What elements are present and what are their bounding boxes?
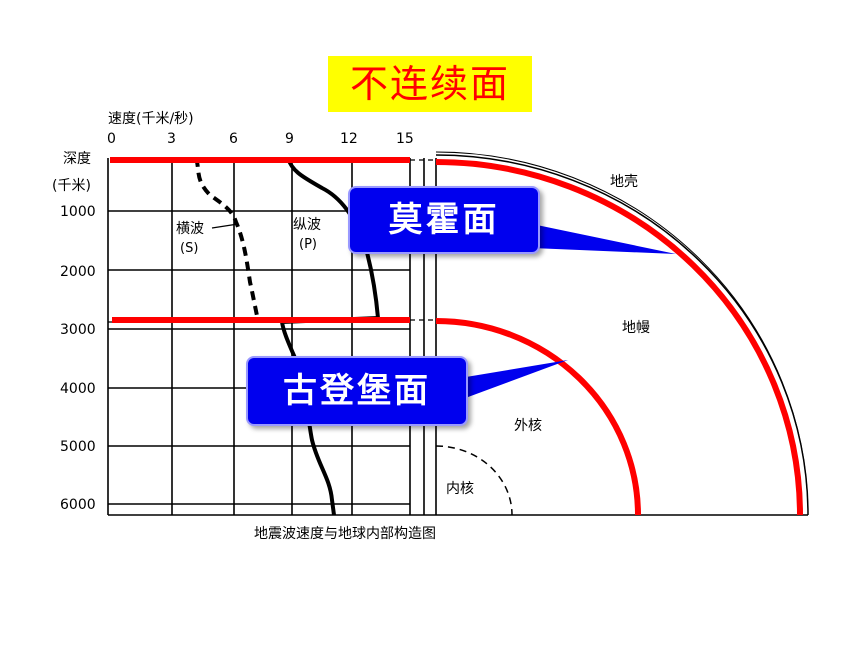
y-axis-title-line1: 深度 [63, 151, 91, 167]
y-tick-label: 4000 [60, 381, 96, 397]
layer-label-outer-core: 外核 [514, 418, 542, 434]
s-wave-curve [194, 157, 260, 321]
y-tick-label: 5000 [60, 439, 96, 455]
p-wave-sub: (P) [299, 237, 317, 252]
layer-label-mantle: 地幔 [622, 320, 650, 336]
x-tick-label: 3 [167, 131, 176, 147]
crust-inner-arc [435, 151, 809, 516]
gutenberg-callout: 古登堡面 [246, 356, 468, 426]
moho-callout-pointer [532, 224, 676, 254]
p-wave-label: 纵波 [293, 217, 321, 233]
gutenberg-callout-pointer [460, 360, 568, 400]
y-tick-label: 2000 [60, 264, 96, 280]
s-wave-sub: (S) [180, 241, 198, 256]
s-wave-label: 横波 [176, 221, 204, 237]
y-axis-title-line2: (千米) [52, 178, 91, 194]
x-tick-labels: 0 3 6 9 12 15 [107, 131, 414, 147]
layer-label-inner-core: 内核 [446, 481, 474, 497]
y-tick-labels: 1000 2000 3000 4000 5000 6000 [60, 204, 96, 513]
x-axis-title: 速度(千米/秒) [108, 111, 194, 127]
y-tick-label: 1000 [60, 204, 96, 220]
inner-core-arc [435, 445, 513, 516]
s-wave-pointer [211, 223, 239, 229]
x-tick-label: 15 [396, 131, 414, 147]
moho-boundary-arc [435, 159, 803, 516]
x-tick-label: 6 [229, 131, 238, 147]
title-banner: 不连续面 [328, 56, 532, 112]
moho-callout: 莫霍面 [348, 186, 540, 254]
x-tick-label: 0 [107, 131, 116, 147]
gutenberg-boundary-arc [435, 318, 641, 516]
y-tick-label: 6000 [60, 497, 96, 513]
figure-caption: 地震波速度与地球内部构造图 [254, 526, 436, 542]
x-tick-label: 12 [340, 131, 358, 147]
x-tick-label: 9 [285, 131, 294, 147]
layer-label-crust: 地壳 [610, 173, 638, 190]
y-tick-label: 3000 [60, 322, 96, 338]
